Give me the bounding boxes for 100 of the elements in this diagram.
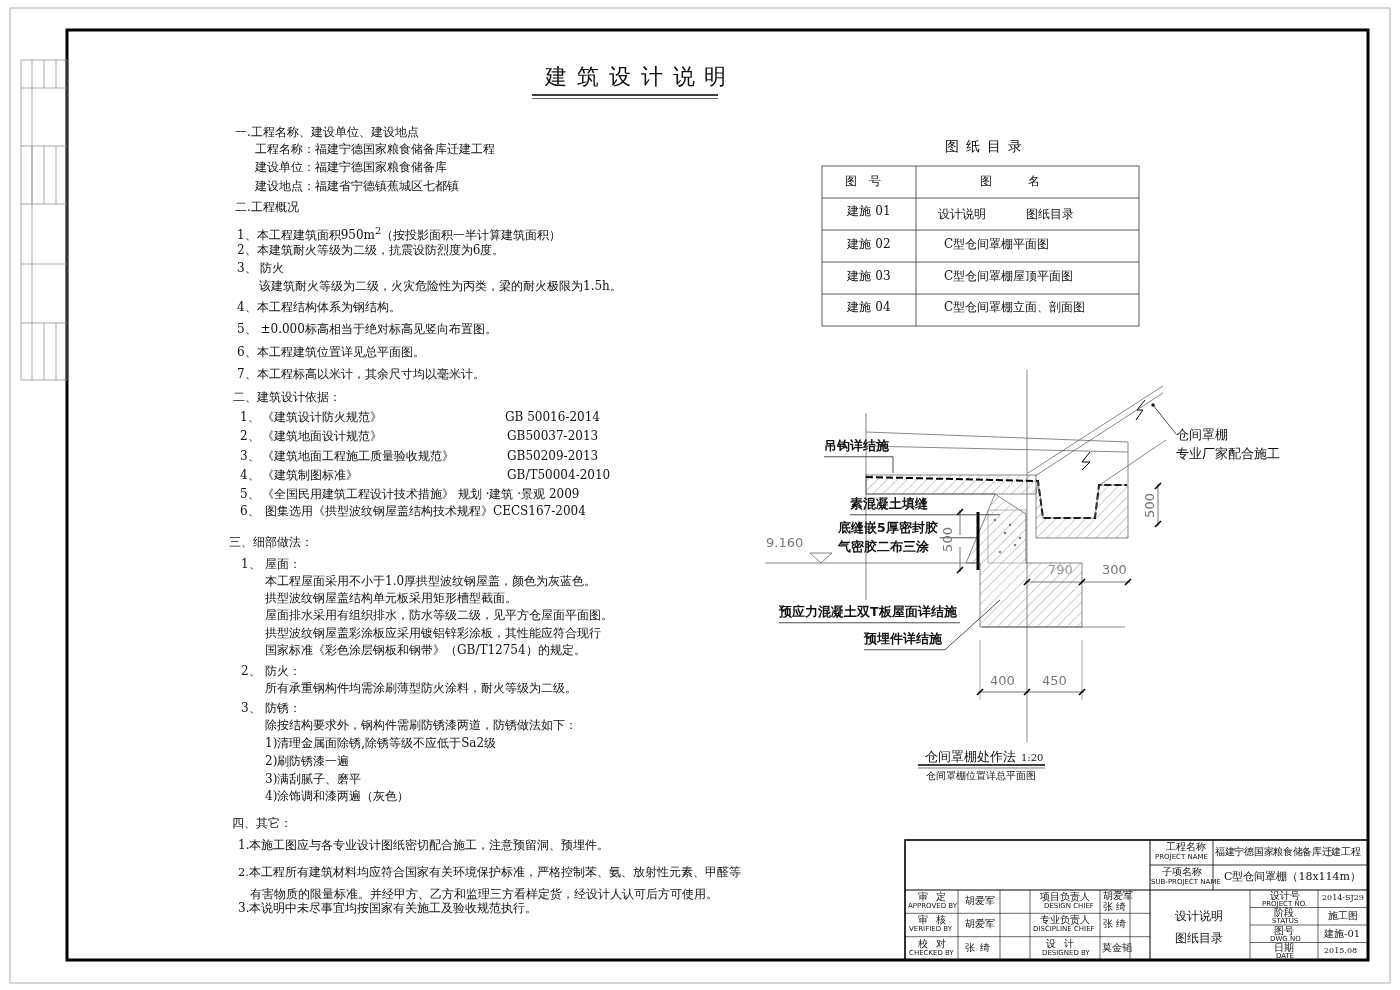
list-number: 4、 [240,469,260,483]
title-block-text: 福建宁德国家粮食储备库迁建工程 [1215,847,1361,857]
title-block-text: 子项名称 [1162,867,1202,877]
callout-label: 底缝嵌5厚密封胶 气密胶二布三涂 [838,519,938,557]
title-block-text: 日期 [1274,943,1294,953]
title-block-text: 图纸目录 [1175,932,1223,944]
note-text: 7、本工程标高以米计，其余尺寸均以毫米计。 [237,368,485,382]
table-cell: 图纸目录 [1026,208,1074,222]
note-text: 3、 防火 [237,262,285,276]
title-block-text: 2014-SJ29 [1322,894,1364,902]
note-text: 防锈： [265,702,301,716]
title-block-text: C型仓间罩棚（18x114m） [1224,871,1362,882]
title-block-text: 胡爱军 [965,896,995,906]
note-text: 该建筑耐火等级为二级，火灾危险性为丙类，梁的耐火极限为1.5h。 [259,280,622,294]
title-block-text: 审定 [918,892,954,902]
standard-code: GB 50016-2014 [505,411,600,425]
standard-code: GB50037-2013 [507,430,599,444]
note-text: 图集选用《拱型波纹钢屋盖结构技术规程》CECS167-2004 [265,505,586,519]
dimension-text: 400 [990,674,1015,689]
dimension-text: 300 [1102,563,1127,578]
title-block-text: 校对 [918,938,954,949]
leader-line [1152,404,1177,435]
drawing-subtitle: 仓间罩棚位置详总平面图 [926,770,1036,782]
note-text: 《全国民用建筑工程设计技术措施》 规划 ·建筑 ·景观 2009 [262,488,580,502]
callout-label: 预应力混凝土双T板屋面详结施 [779,603,957,622]
note-text: 1.本施工图应与各专业设计图纸密切配合施工，注意预留洞、预埋件。 [238,839,610,853]
callout-label: 素混凝土填缝 [850,495,928,514]
note-text: 5、 ±0.000标高相当于绝对标高见竖向布置图。 [237,323,497,337]
note-text: 除按结构要求外，钢构件需刷防锈漆两道，防锈做法如下： [265,719,577,733]
title-block-text: 设计说明 [1175,910,1223,922]
title-block-text: 设计 [1046,938,1082,949]
section-heading: 一.工程名称、建设单位、建设地点 [235,126,419,140]
note-text: 3.本说明中未尽事宜均按国家有关施工及验收规范执行。 [238,902,538,916]
table-cell-text: 图号 [844,175,894,189]
note-text: 《建筑设计防火规范》 [262,411,382,425]
title-block-text: 图号 [1274,925,1294,936]
list-number: 2、 [240,430,260,444]
standard-code: GB/T50004-2010 [507,469,611,483]
scale-text: 1:20 [1021,752,1044,764]
section-heading: 二.工程概况 [235,201,299,215]
list-number: 5、 [240,488,260,502]
section-heading: 四、其它： [232,817,292,831]
note-text: 2.本工程所有建筑材料均应符合国家有关环境保护标准，严格控制苯、氨、放射性元素、甲醛等有害物质的限量标准。并经甲方、乙方和监理三方看样定货，经设计人认可后方可使用。 [238,864,742,902]
dimension-text: 450 [1042,674,1067,689]
note-text: 建设单位：福建宁德国家粮食储备库 [255,161,447,175]
leader-line [863,599,1001,651]
page-title: 建筑设计说明 [545,64,737,90]
table-cell: 设计说明 [938,208,986,222]
title-block-text: 阶段 [1274,908,1294,918]
section-heading: 三、细部做法： [229,536,313,550]
leader-line [849,514,1001,516]
list-number: 6、 [240,505,260,519]
table-cell-text: 建施 04 [846,301,892,315]
section-heading: 二、建筑设计依据： [233,391,341,405]
note-text: 1、本工程建筑面积950m$^{2}$（按投影面积一半计算建筑面积） [237,225,562,243]
note-text: 防火： [265,665,301,679]
list-number: 3、 [240,450,260,464]
note-text: 6、本工程建筑位置详见总平面图。 [237,346,425,360]
dimension-text: 500 [1142,493,1158,518]
table-cell: C型仓间罩棚立面、剖面图 [944,301,1086,315]
note-text: 所有承重钢构件均需涂刷薄型防火涂料，耐火等级为二级。 [265,682,577,696]
list-number: 1、 [240,411,260,425]
table-cell: C型仓间罩棚屋顶平面图 [944,270,1074,284]
note-text: 屋面排水采用有组织排水，防水等级二级，见平方仓屋面平面图。 [265,609,613,623]
drawing-title: 仓间罩棚处作法 [925,750,1016,765]
table-cell-text: 建施 01 [846,205,892,219]
note-text: 《建筑地面设计规范》 [262,430,382,444]
note-text: 建设地点：福建省宁德镇蕉城区七都镇 [255,180,459,194]
list-number: 2、 [241,665,261,679]
leader-line [823,456,894,474]
note-text: 工程名称：福建宁德国家粮食储备库迁建工程 [255,143,495,157]
title-block-text: 张绮 [1103,919,1129,929]
callout-label: 吊钩详结施 [824,437,889,456]
note-text: 拱型波纹钢屋盖彩涂板应采用镀铝锌彩涂板，其性能应符合现行国家标准《彩色涂层钢板和钢带》（GB/T12754）的规定。 [265,625,602,658]
dimension-text: 790 [1048,563,1073,578]
note-text: 4)涂饰调和漆两遍（灰色） [265,790,410,804]
title-block-text: 张绮 [965,942,995,953]
title-block-text: 项目负责人 [1040,892,1090,902]
note-text: 《建筑地面工程施工质量验收规范》 [262,450,454,464]
title-block-text: 审核 [918,915,954,925]
title-block-text: 胡爱军 [1103,891,1133,901]
title-block-text: 设计号 [1270,890,1300,901]
title-block-text: 专业负责人 [1040,915,1090,925]
list-number: 1、 [241,558,261,572]
title-block-text: 施工图 [1328,911,1358,921]
title-block-text: 张绮 [1103,902,1129,912]
note-text: 屋面： [265,558,301,572]
note-text: 2)刷防锈漆一遍 [265,755,350,769]
callout-label: 仓间罩棚 专业厂家配合施工 [1176,426,1280,464]
table-cell-text: 建施 02 [846,238,892,252]
note-text: 4、本工程结构体系为钢结构。 [237,301,401,315]
table-cell: C型仓间罩棚平面图 [944,238,1050,252]
note-text: 2、本建筑耐火等级为二级，抗震设防烈度为6度。 [237,244,505,258]
title-block-text: 莫金韬 [1102,942,1132,953]
leader-line [778,622,961,624]
title-block-text: 2015.08 [1324,946,1358,955]
note-text: 1)清理金属面除锈,除锈等级不应低于Sa2级 [265,737,497,751]
callout-label: 预埋件详结施 [864,630,942,649]
note-text: 本工程屋面采用不小于1.0厚拱型波纹钢屋盖，颜色为灰蓝色。 [265,575,597,589]
title-block-text: 工程名称 [1166,842,1206,852]
